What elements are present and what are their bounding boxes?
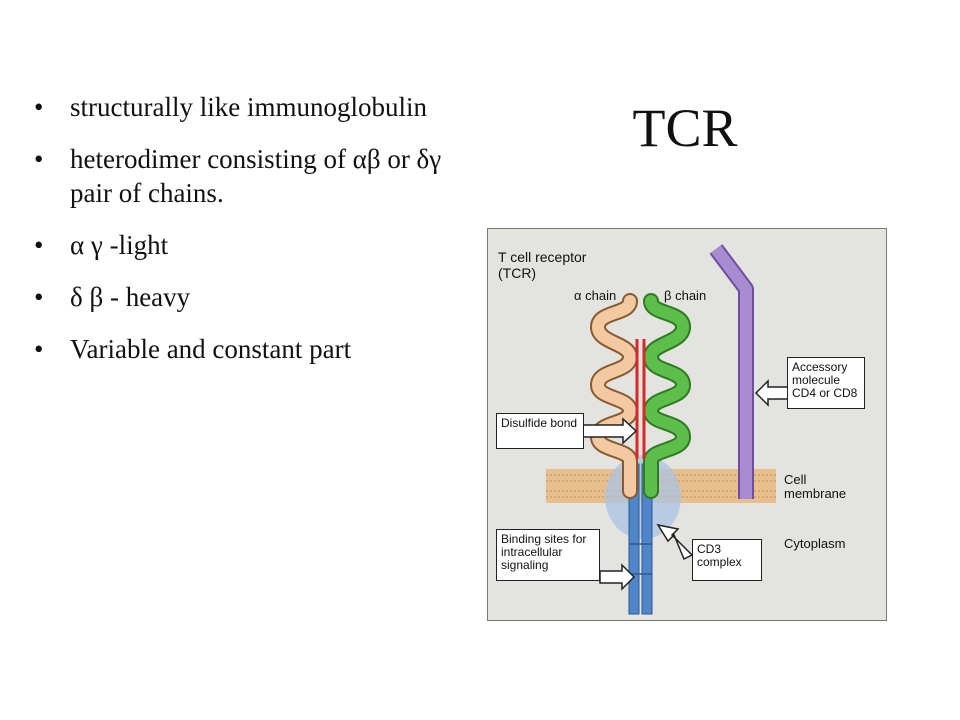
figure-heading: T cell receptor (TCR)	[498, 249, 586, 281]
bullet-marker: •	[34, 92, 44, 122]
disulfide-arrow	[582, 417, 638, 445]
bullet-text: structurally like immunoglobulin	[70, 92, 427, 122]
bullet-text: Variable and constant part	[70, 334, 352, 364]
cd3-arrow	[656, 523, 694, 561]
bullet-text: heterodimer consisting of αβ or δγ pair …	[70, 144, 442, 208]
bullet-item: • structurally like immunoglobulin	[30, 90, 470, 124]
cd3-complex-label: CD3 complex	[692, 539, 762, 581]
binding-sites-arrow	[599, 563, 636, 591]
bullet-item: • δ β - heavy	[30, 280, 470, 314]
tcr-diagram: T cell receptor (TCR) α chain β chain Ac…	[487, 228, 887, 621]
bullet-text: α γ -light	[70, 230, 169, 260]
bullet-text: δ β - heavy	[70, 282, 191, 312]
alpha-chain-label: α chain	[574, 288, 617, 303]
cell-membrane-label: Cell membrane	[784, 472, 847, 501]
bullet-marker: •	[34, 334, 44, 364]
binding-sites-label: Binding sites for intracellular signalin…	[496, 529, 600, 581]
tcr-diagram-graphic	[546, 244, 789, 615]
bullet-marker: •	[34, 144, 44, 174]
bullet-item: • heterodimer consisting of αβ or δγ pair…	[30, 142, 470, 210]
bullet-marker: •	[34, 230, 44, 260]
figure-heading-line: T cell receptor	[498, 249, 587, 265]
bullet-marker: •	[34, 282, 44, 312]
slide-title: TCR	[632, 98, 738, 158]
cytoplasm-label: Cytoplasm	[784, 536, 846, 551]
figure-heading-line: (TCR)	[498, 265, 537, 281]
bullet-item: • α γ -light	[30, 228, 470, 262]
disulfide-bond-label: Disulfide bond	[496, 413, 584, 449]
bullet-list: • structurally like immunoglobulin • heter…	[30, 90, 470, 384]
accessory-arrow	[754, 379, 789, 407]
bullet-item: • Variable and constant part	[30, 332, 470, 366]
accessory-molecule-label: Accessory molecule CD4 or CD8	[787, 357, 865, 409]
beta-chain-label: β chain	[664, 288, 707, 303]
